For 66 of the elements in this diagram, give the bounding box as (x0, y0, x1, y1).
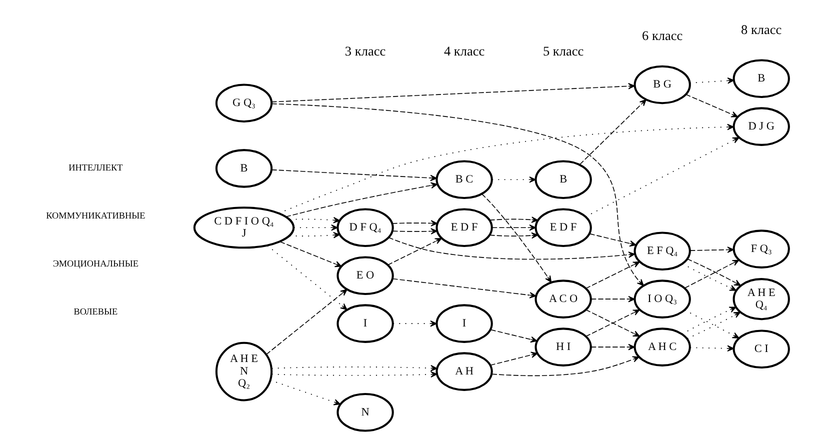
node-ellipse: N (336, 393, 394, 432)
arrow (270, 371, 437, 378)
arrow (491, 176, 536, 183)
arrow (270, 83, 634, 102)
label: ЭМОЦИОНАЛЬНЫЕ (52, 258, 138, 269)
arrow (490, 329, 537, 343)
label: 6 класс (641, 28, 682, 44)
arrow (488, 216, 538, 223)
arrow (288, 217, 340, 224)
label: КОММУНИКАТИВНЫЕ (46, 210, 145, 221)
arrow (584, 309, 640, 337)
arrow (265, 289, 347, 355)
arrow (269, 380, 340, 406)
arrow (480, 194, 552, 283)
arrow (288, 232, 340, 238)
label: 4 класс (443, 44, 484, 59)
label: 8 класс (740, 22, 782, 38)
node-ellipse: C D F I O Q₄ J (192, 206, 294, 249)
arrow (386, 238, 442, 266)
node-ellipse: B (732, 59, 790, 98)
arrow (270, 103, 644, 286)
arrow (392, 228, 438, 234)
arrow (279, 241, 342, 268)
node-ellipse: E D F (435, 208, 492, 248)
arrow (488, 232, 538, 239)
node-ellipse: H I (534, 328, 592, 366)
arrow (688, 77, 734, 84)
arrow (266, 245, 347, 310)
node-ellipse: A C O (534, 280, 592, 318)
node-ellipse: B (534, 160, 592, 200)
arrow (491, 224, 536, 231)
arrow (590, 344, 635, 350)
arrow (270, 169, 437, 182)
arrow (681, 306, 736, 334)
node-ellipse: A H C (633, 328, 690, 366)
node-ellipse: I (435, 304, 492, 343)
arrow (579, 99, 646, 165)
node-ellipse: E F Q₄ (633, 232, 690, 270)
node-ellipse: B C (435, 160, 492, 200)
node-ellipse: G Q₃ (214, 84, 272, 122)
arrow (584, 137, 739, 218)
arrow (491, 356, 639, 376)
arrow (584, 261, 640, 289)
arrow (285, 182, 438, 218)
label: ИНТЕЛЛЕКТ (68, 162, 122, 173)
arrow (292, 224, 338, 231)
arrow (689, 345, 734, 352)
node-circle: A H E N Q₂ (214, 342, 272, 402)
arrow (588, 233, 636, 247)
arrow (392, 320, 437, 327)
arrow (590, 296, 635, 302)
label: ВОЛЕВЫЕ (73, 306, 118, 317)
arrow (278, 124, 734, 214)
node-ellipse: B (214, 149, 272, 188)
node-ellipse: D F Q₄ (336, 208, 394, 248)
arrow (270, 365, 437, 372)
node-ellipse: A H (435, 352, 492, 391)
arrow (489, 352, 538, 366)
arrow (392, 278, 536, 298)
label: 5 класс (542, 44, 584, 59)
node-ellipse: E D F (534, 208, 592, 248)
label: 3 класс (344, 44, 386, 59)
arrow (689, 246, 734, 253)
arrow (684, 94, 738, 118)
arrow (388, 237, 635, 260)
node-ellipse: B G (633, 65, 690, 104)
